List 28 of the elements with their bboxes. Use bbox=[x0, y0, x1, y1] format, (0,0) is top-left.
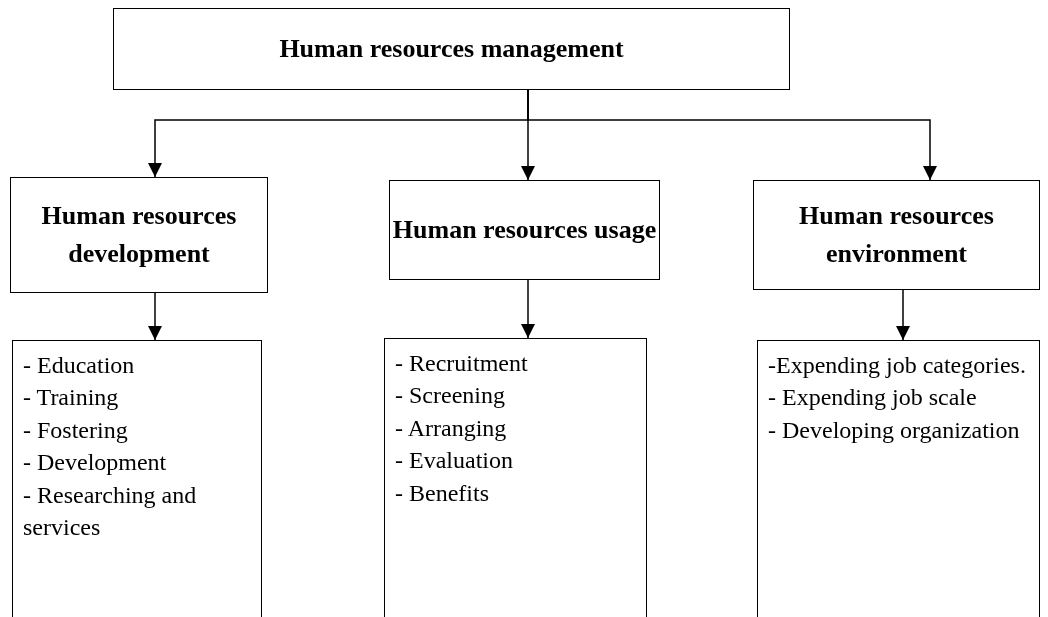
arrow bbox=[527, 89, 937, 181]
heading-box bbox=[10, 177, 268, 293]
heading-text: Human resources development bbox=[40, 200, 238, 270]
list-item: - Benefits bbox=[395, 478, 490, 508]
arrow bbox=[896, 289, 910, 341]
heading-box bbox=[753, 180, 1040, 290]
heading-text: Human resources management bbox=[279, 33, 624, 66]
heading-box bbox=[113, 8, 790, 90]
heading-text: Human resources environment bbox=[798, 200, 995, 270]
list-item: - Screening bbox=[395, 381, 506, 411]
arrow bbox=[148, 292, 162, 341]
heading-text: Human resources usage bbox=[392, 214, 657, 247]
list-box bbox=[757, 340, 1040, 617]
list-item: - Researching and services bbox=[23, 480, 198, 542]
list-item: - Expending job scale bbox=[768, 383, 978, 413]
list-item: - Development bbox=[23, 448, 168, 478]
arrow bbox=[521, 279, 535, 339]
list-item: - Evaluation bbox=[395, 446, 514, 476]
list-item: -Expending job categories. bbox=[768, 351, 1027, 380]
list-item: - Developing organization bbox=[768, 415, 1021, 445]
list-item: - Training bbox=[23, 383, 120, 413]
list-item: - Education bbox=[23, 351, 136, 380]
list-box bbox=[384, 338, 647, 617]
heading-box bbox=[389, 180, 660, 280]
list-item: - Recruitment bbox=[395, 349, 529, 378]
list-item: - Fostering bbox=[23, 415, 129, 445]
list-item: - Arranging bbox=[395, 413, 508, 443]
list-box bbox=[12, 340, 262, 617]
